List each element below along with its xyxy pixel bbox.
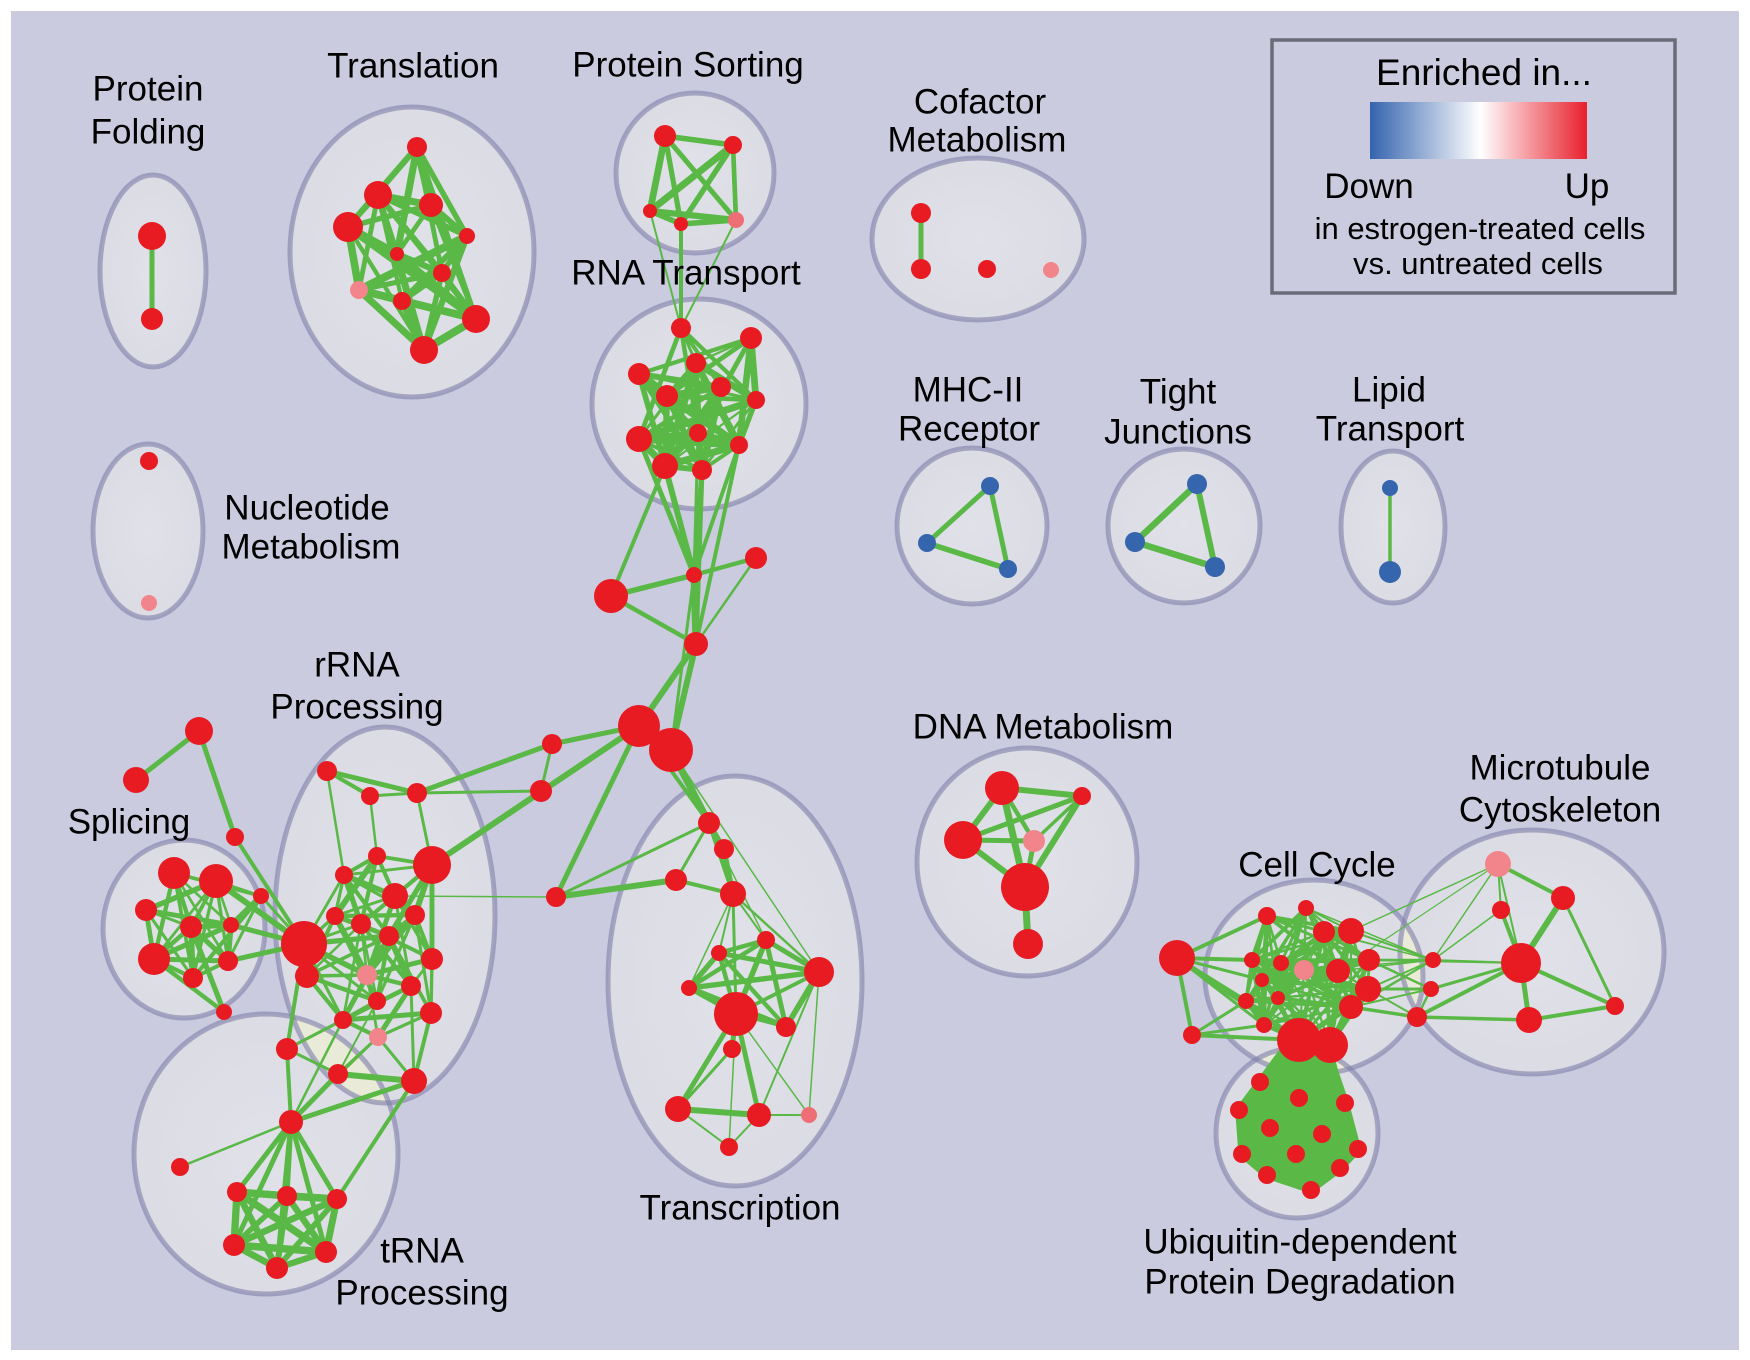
svg-text:Cytoskeleton: Cytoskeleton [1459,790,1661,829]
svg-text:Receptor: Receptor [898,409,1040,448]
svg-text:Cell Cycle: Cell Cycle [1238,845,1396,884]
svg-text:Tight: Tight [1140,372,1217,411]
svg-text:vs. untreated cells: vs. untreated cells [1353,246,1603,281]
svg-text:Protein Degradation: Protein Degradation [1144,1262,1455,1301]
svg-text:Microtubule: Microtubule [1470,748,1651,787]
svg-text:Junctions: Junctions [1104,412,1252,451]
svg-text:Processing: Processing [335,1273,508,1312]
svg-text:Folding: Folding [91,112,206,151]
svg-text:tRNA: tRNA [380,1231,464,1270]
svg-text:Protein: Protein [93,69,204,108]
svg-text:Metabolism: Metabolism [222,527,401,566]
svg-text:Transport: Transport [1316,409,1465,448]
svg-text:in estrogen-treated cells: in estrogen-treated cells [1315,211,1646,246]
svg-text:Lipid: Lipid [1352,370,1426,409]
svg-text:Splicing: Splicing [68,802,191,841]
svg-text:Protein Sorting: Protein Sorting [572,45,804,84]
svg-text:Transcription: Transcription [640,1188,841,1227]
svg-text:DNA Metabolism: DNA Metabolism [913,707,1174,746]
svg-text:Nucleotide: Nucleotide [224,488,389,527]
svg-text:Processing: Processing [270,687,443,726]
svg-text:Translation: Translation [327,46,499,85]
svg-text:Enriched in...: Enriched in... [1376,52,1592,93]
svg-text:MHC-II: MHC-II [913,370,1024,409]
svg-text:rRNA: rRNA [314,645,400,684]
svg-text:Up: Up [1565,167,1610,206]
svg-text:Ubiquitin-dependent: Ubiquitin-dependent [1143,1222,1457,1261]
svg-text:Metabolism: Metabolism [888,120,1067,159]
svg-text:Cofactor: Cofactor [914,82,1047,121]
svg-text:RNA Transport: RNA Transport [571,253,801,292]
svg-text:Down: Down [1324,167,1413,206]
